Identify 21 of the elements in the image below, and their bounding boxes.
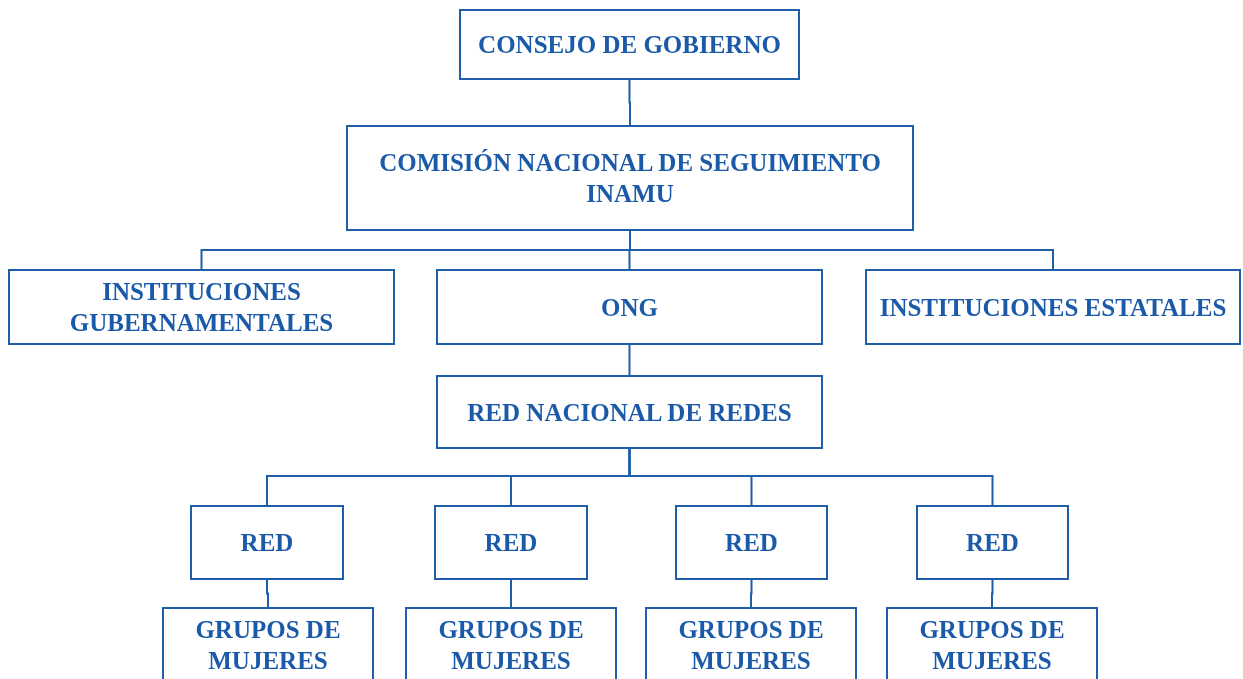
org-box: GRUPOS DE MUJERES [886,607,1098,679]
connector-line [991,579,994,608]
org-box: GRUPOS DE MUJERES [405,607,617,679]
org-box: RED [916,505,1069,580]
org-box: GRUPOS DE MUJERES [645,607,857,679]
connector-line [510,579,512,608]
org-box: RED [190,505,344,580]
org-box: GRUPOS DE MUJERES [162,607,374,679]
org-box: ONG [436,269,823,345]
org-box: COMISIÓN NACIONAL DE SEGUIMIENTO INAMU [346,125,914,231]
org-box: RED NACIONAL DE REDES [436,375,823,449]
org-box: RED [434,505,588,580]
connector-line [750,579,753,608]
org-box: INSTITUCIONES ESTATALES [865,269,1241,345]
org-box: CONSEJO DE GOBIERNO [459,9,800,80]
connector-line [628,79,631,126]
connector-line [628,344,631,376]
connector-line [266,579,269,608]
connector-line [628,448,994,506]
org-box: INSTITUCIONES GUBERNAMENTALES [8,269,395,345]
org-box: RED [675,505,828,580]
